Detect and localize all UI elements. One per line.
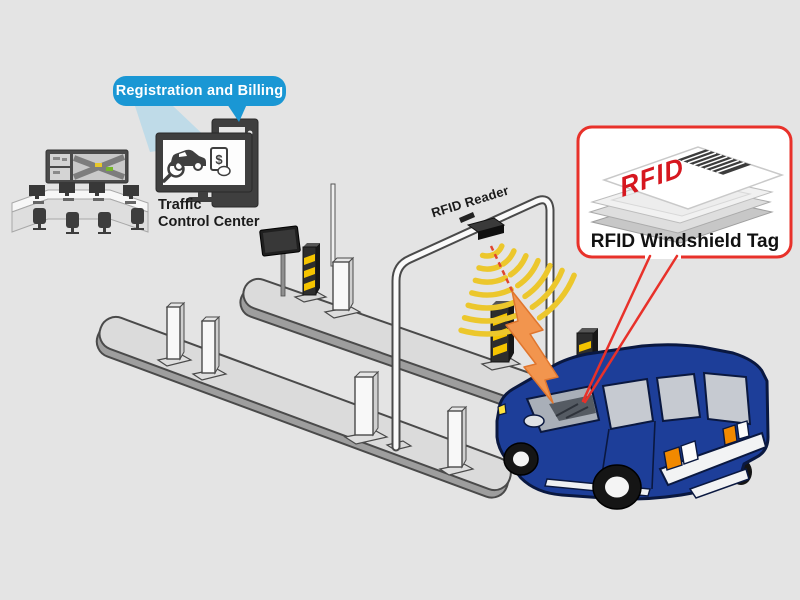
callout-pointer-line <box>581 254 652 403</box>
barcode-icon <box>677 149 752 175</box>
rear-bumper <box>658 431 768 487</box>
dollar-glyph: $ <box>215 152 223 167</box>
bollard-post-icon <box>323 256 362 319</box>
office-chair-icon <box>33 208 144 234</box>
taillight <box>663 446 683 471</box>
hazard-post-icon <box>293 243 328 303</box>
side-mirror <box>523 414 545 428</box>
traffic-control-center-label: Traffic Control Center <box>158 197 260 231</box>
headlight <box>497 403 507 416</box>
speech-bubble <box>113 76 286 122</box>
gantry-arch <box>385 195 567 452</box>
car-search-icon <box>162 149 206 183</box>
billing-computer-illustration: $ <box>155 118 259 208</box>
bollard-post-icon <box>156 301 193 367</box>
control-room-illustration <box>11 149 149 234</box>
workstation-monitor-icon <box>29 182 139 199</box>
rfid-reader-device-icon <box>459 212 506 240</box>
dollar-bill-icon: $ <box>210 147 231 177</box>
thin-pole <box>330 183 336 267</box>
bollard-post-icon <box>191 315 228 381</box>
callout-pointer-line <box>583 254 679 404</box>
taillight <box>722 424 738 446</box>
reader-beam-dashes <box>489 245 517 298</box>
signal-waves-icon <box>458 243 577 337</box>
wall-display-icon <box>45 149 129 184</box>
control-desk <box>11 189 149 233</box>
lightning-bolt-icon <box>505 290 559 404</box>
computer-monitor-icon: $ <box>155 132 253 202</box>
suv-car <box>495 343 770 510</box>
traffic-label-line1: Traffic <box>158 197 202 213</box>
bollard-post-icon <box>438 405 475 476</box>
registration-billing-label: Registration and Billing <box>115 83 284 99</box>
lane-sign-icon <box>259 225 301 297</box>
rfid-windshield-tag-label: RFID Windshield Tag <box>590 231 780 252</box>
magnifier-icon <box>162 160 185 183</box>
keyboard-icon <box>33 198 136 204</box>
bollard-post-icon <box>343 370 389 445</box>
traffic-label-line2: Control Center <box>158 214 260 230</box>
